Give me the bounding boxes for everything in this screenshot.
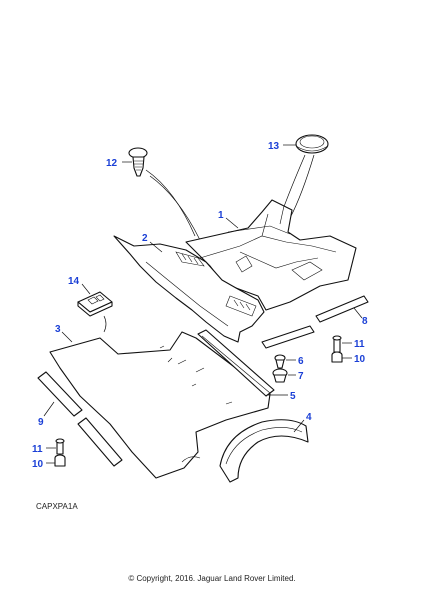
callout-6: 6 (298, 356, 304, 367)
callout-11-left: 11 (32, 444, 43, 455)
part-4-wheel-arch (219, 419, 309, 483)
callout-1: 1 (218, 210, 224, 221)
fastener-10-left (54, 454, 66, 467)
part-5-sill-strip (197, 329, 275, 397)
part-8-kick-strips (261, 295, 369, 349)
fastener-11-left (55, 438, 65, 455)
callout-11-right: 11 (354, 339, 365, 350)
callout-5: 5 (290, 391, 296, 402)
fastener-11-right (332, 335, 342, 353)
callout-10-right: 10 (354, 354, 366, 365)
callout-9: 9 (38, 417, 44, 428)
callout-4: 4 (306, 412, 312, 423)
callout-12: 12 (106, 158, 118, 169)
callout-2: 2 (142, 233, 148, 244)
part-14-clip-bracket (77, 291, 113, 333)
part-3-load-floor (49, 331, 271, 479)
part-13-round-clip (281, 134, 329, 219)
fastener-7 (272, 368, 288, 383)
diagram-reference-code: CAPXPA1A (36, 502, 78, 511)
fastener-6 (274, 354, 286, 369)
callout-3: 3 (55, 324, 61, 335)
callout-8: 8 (362, 316, 368, 327)
part-9-trim-strips (37, 371, 123, 467)
copyright-notice: © Copyright, 2016. Jaguar Land Rover Lim… (128, 574, 296, 583)
callout-7: 7 (298, 371, 304, 382)
part-2-tunnel-carpet (113, 235, 265, 343)
fastener-10-right (331, 351, 343, 363)
callout-labels: 1 2 3 4 5 6 7 8 9 10 10 11 11 12 13 14 (32, 141, 368, 470)
callout-13: 13 (268, 141, 280, 152)
callout-10-left: 10 (32, 459, 44, 470)
part-12-push-clip (128, 147, 201, 241)
callout-14: 14 (68, 276, 80, 287)
leader-lines (43, 144, 363, 464)
